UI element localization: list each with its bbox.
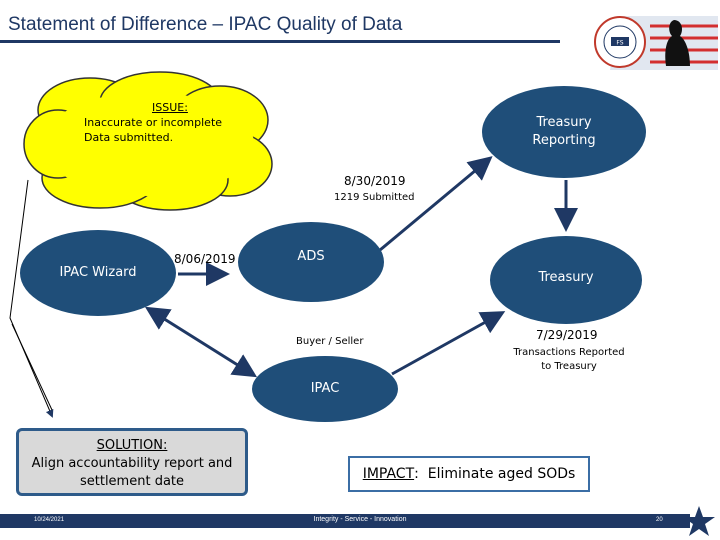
issue-line-2: Data submitted.	[84, 131, 174, 144]
buyer-seller-label: Buyer / Seller	[296, 336, 364, 347]
arrow-ipac-to-wizard	[144, 306, 258, 378]
svg-text:FS: FS	[616, 40, 623, 47]
solution-line-1: Align accountability report and	[31, 456, 233, 471]
footer-date: 10/24/2021	[34, 517, 65, 523]
arrow-ipac-to-treasury	[391, 311, 506, 376]
footer-page-number: 20	[656, 517, 663, 523]
treasury-node: Treasury	[490, 236, 642, 324]
date-0806-label: 8/06/2019	[174, 252, 236, 266]
treasury-reporting-line-1: Treasury	[536, 115, 592, 130]
ipac-wizard-node: IPAC Wizard	[20, 230, 176, 316]
fiscal-service-seal-logo: FS	[594, 16, 718, 70]
date-0830-label: 8/30/2019	[344, 174, 406, 188]
issue-line-1: Inaccurate or incomplete	[84, 116, 223, 129]
ipac-wizard-label: IPAC Wizard	[59, 265, 137, 280]
impact-label: IMPACT	[362, 466, 415, 482]
ipac-node: IPAC	[252, 356, 398, 422]
submitted-1219-label: 1219 Submitted	[334, 192, 415, 203]
issue-cloud	[23, 71, 273, 211]
treasury-reporting-line-2: Reporting	[532, 133, 596, 148]
footer-bar	[0, 514, 690, 528]
impact-box: IMPACT: Eliminate aged SODs	[348, 456, 590, 492]
solution-box: SOLUTION: Align accountability report an…	[16, 428, 248, 496]
transactions-line-2: to Treasury	[541, 361, 597, 372]
star-icon	[683, 506, 715, 536]
treasury-reporting-node: Treasury Reporting	[482, 86, 646, 178]
arrow-ads-to-reporting	[379, 156, 493, 252]
ads-node: ADS	[238, 222, 384, 302]
solution-line-2: settlement date	[79, 474, 185, 489]
page-title: Statement of Difference – IPAC Quality o…	[8, 14, 403, 35]
solution-heading: SOLUTION:	[96, 438, 168, 453]
impact-text: : Eliminate aged SODs	[414, 466, 576, 482]
ads-label: ADS	[297, 249, 325, 264]
issue-text: ISSUE: Inaccurate or incomplete Data sub…	[84, 100, 274, 145]
title-rule	[0, 40, 560, 43]
transactions-line-1: Transactions Reported	[513, 347, 625, 358]
ipac-label: IPAC	[310, 381, 340, 396]
footer-motto: Integrity - Service - Innovation	[313, 516, 407, 523]
date-0729-label: 7/29/2019	[536, 328, 598, 342]
treasury-label: Treasury	[538, 270, 594, 285]
issue-heading: ISSUE:	[152, 101, 188, 114]
cloud-pointer-line	[9, 179, 54, 418]
transactions-label: Transactions Reported to Treasury	[506, 346, 632, 374]
